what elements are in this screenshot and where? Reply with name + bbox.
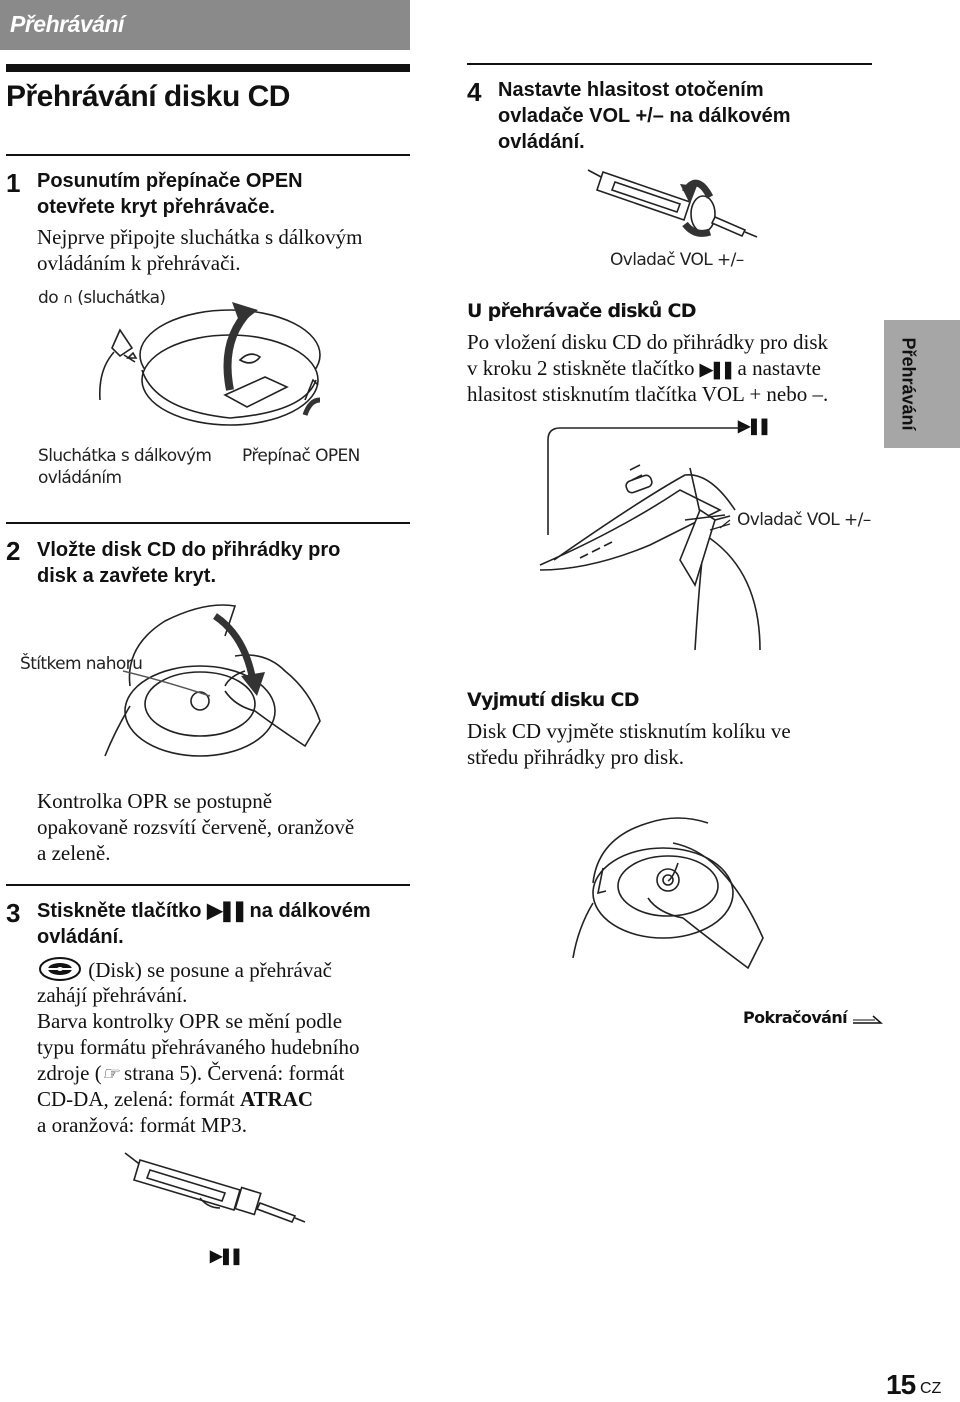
step2-body-line2: opakovaně rozsvítí červeně, oranžově: [37, 815, 355, 839]
step4-heading-line1: Nastavte hlasitost otočením: [498, 79, 764, 101]
play-pause-icon: ▶❚❚: [699, 360, 736, 379]
step1-heading-line1: Posunutím přepínače OPEN: [37, 170, 303, 192]
page-number: 15: [886, 1369, 916, 1400]
player-section-line2-part2: a nastavte: [737, 356, 821, 380]
step2-heading-line2: disk a zavřete kryt.: [37, 565, 216, 587]
disc-icon: [39, 957, 81, 981]
step3-body-line5-part1: zdroje (: [37, 1061, 102, 1085]
title-bar: [6, 64, 410, 72]
step1-rule: [6, 154, 410, 156]
step1-body-line1: Nejprve připojte sluchátka s dálkovým: [37, 225, 363, 249]
step3-body-line6-part1: CD-DA, zelená: formát: [37, 1087, 235, 1111]
page-title: Přehrávání disku CD: [6, 80, 290, 113]
continued-indicator: Pokračování: [743, 1008, 884, 1028]
remove-section-line2: středu přihrádky pro disk.: [467, 745, 684, 769]
step3-body-line6-bold: ATRAC: [239, 1087, 314, 1111]
label-open-switch: Přepínač OPEN: [242, 446, 360, 466]
step4-vol-label: Ovladač VOL +/–: [610, 250, 744, 270]
step3-heading-part2: na dálkovém: [249, 900, 371, 922]
step2-body-line1: Kontrolka OPR se postupně: [37, 789, 273, 813]
remove-section-line1: Disk CD vyjměte stisknutím kolíku ve: [467, 719, 791, 743]
player-section-line1: Po vložení disku CD do přihrádky pro dis…: [467, 330, 829, 354]
step4-number: 4: [467, 77, 482, 107]
step2-body-line3: a zeleně.: [37, 841, 111, 865]
player-section-line3: hlasitost stisknutím tlačítka VOL + nebo…: [467, 382, 829, 406]
step3-number: 3: [6, 898, 21, 928]
side-tab-label: Přehrávání: [898, 337, 919, 431]
section-header-label: Přehrávání: [10, 11, 124, 37]
step1-number: 1: [6, 168, 21, 198]
player-section-line2: v kroku 2 stiskněte tlačítko ▶❚❚ a nasta…: [467, 355, 821, 383]
label-jack: do ∩ (sluchátka): [38, 288, 166, 308]
play-pause-label: ▶❚❚: [210, 1248, 243, 1265]
player-play-pause-label: ▶❚❚: [738, 418, 771, 435]
reference-hand-icon: ☞: [101, 1064, 119, 1085]
insert-disc-illustration: [104, 604, 321, 757]
step3-body-line1-text: (Disk) se posune a přehrávač: [88, 958, 332, 982]
page-lang-code: CZ: [920, 1380, 942, 1397]
step1-heading-line2: otevřete kryt přehrávače.: [37, 196, 275, 218]
player-section-line2-part1: v kroku 2 stiskněte tlačítko: [467, 356, 695, 380]
step3-body-line5: zdroje (☞ strana 5). Červená: formát: [37, 1060, 344, 1088]
step2-rule: [6, 522, 410, 524]
step4-rule: [467, 63, 872, 65]
play-pause-icon: ▶❚❚: [207, 900, 248, 922]
step3-body-line1: (Disk) se posune a přehrávač: [37, 956, 332, 983]
step3-body-line2: zahájí přehrávání.: [37, 983, 188, 1007]
step1-body-line2: ovládáním k přehrávači.: [37, 251, 241, 275]
headphone-icon: ∩: [62, 291, 73, 307]
label-headphones-line2: ovládáním: [38, 468, 122, 488]
label-jack-suffix: (sluchátka): [77, 288, 166, 308]
player-controls-illustration: [539, 427, 761, 651]
remote-vol-illustration: [587, 169, 758, 238]
remote-play-illustration: [124, 1152, 306, 1223]
step3-rule: [6, 884, 410, 886]
remove-disc-illustration: [572, 817, 764, 970]
step3-body-line5-part2: strana 5). Červená: formát: [124, 1061, 345, 1085]
continued-arrow-icon: [853, 1015, 884, 1024]
section-header-tab: Přehrávání: [0, 0, 410, 50]
step3-heading-line2: ovládání.: [37, 926, 124, 948]
label-headphones-line1: Sluchátka s dálkovým: [38, 446, 212, 466]
player-section-title: U přehrávače disků CD: [467, 300, 697, 322]
player-vol-label: Ovladač VOL +/–: [737, 510, 871, 530]
step3-heading-line1: Stiskněte tlačítko ▶❚❚ na dálkovém: [37, 898, 371, 924]
remove-section-title: Vyjmutí disku CD: [467, 689, 640, 711]
label-side-up: Štítkem nahoru: [20, 654, 143, 674]
step3-heading-part1: Stiskněte tlačítko: [37, 900, 202, 922]
step3-body-line4: typu formátu přehrávaného hudebního: [37, 1035, 360, 1059]
step3-body-line6: CD-DA, zelená: formát ATRAC: [37, 1086, 313, 1112]
step3-body-line7: a oranžová: formát MP3.: [37, 1113, 247, 1137]
side-tab: Přehrávání: [884, 320, 960, 448]
step3-body-line3: Barva kontrolky OPR se mění podle: [37, 1009, 343, 1033]
step2-heading-line1: Vložte disk CD do přihrádky pro: [37, 539, 341, 561]
player-open-illustration: [98, 302, 321, 426]
step4-heading-line2: ovladače VOL +/– na dálkovém: [498, 105, 791, 127]
continued-label: Pokračování: [743, 1008, 848, 1027]
step2-number: 2: [6, 536, 21, 566]
step4-heading-line3: ovládání.: [498, 131, 585, 153]
label-jack-prefix: do: [38, 288, 59, 308]
